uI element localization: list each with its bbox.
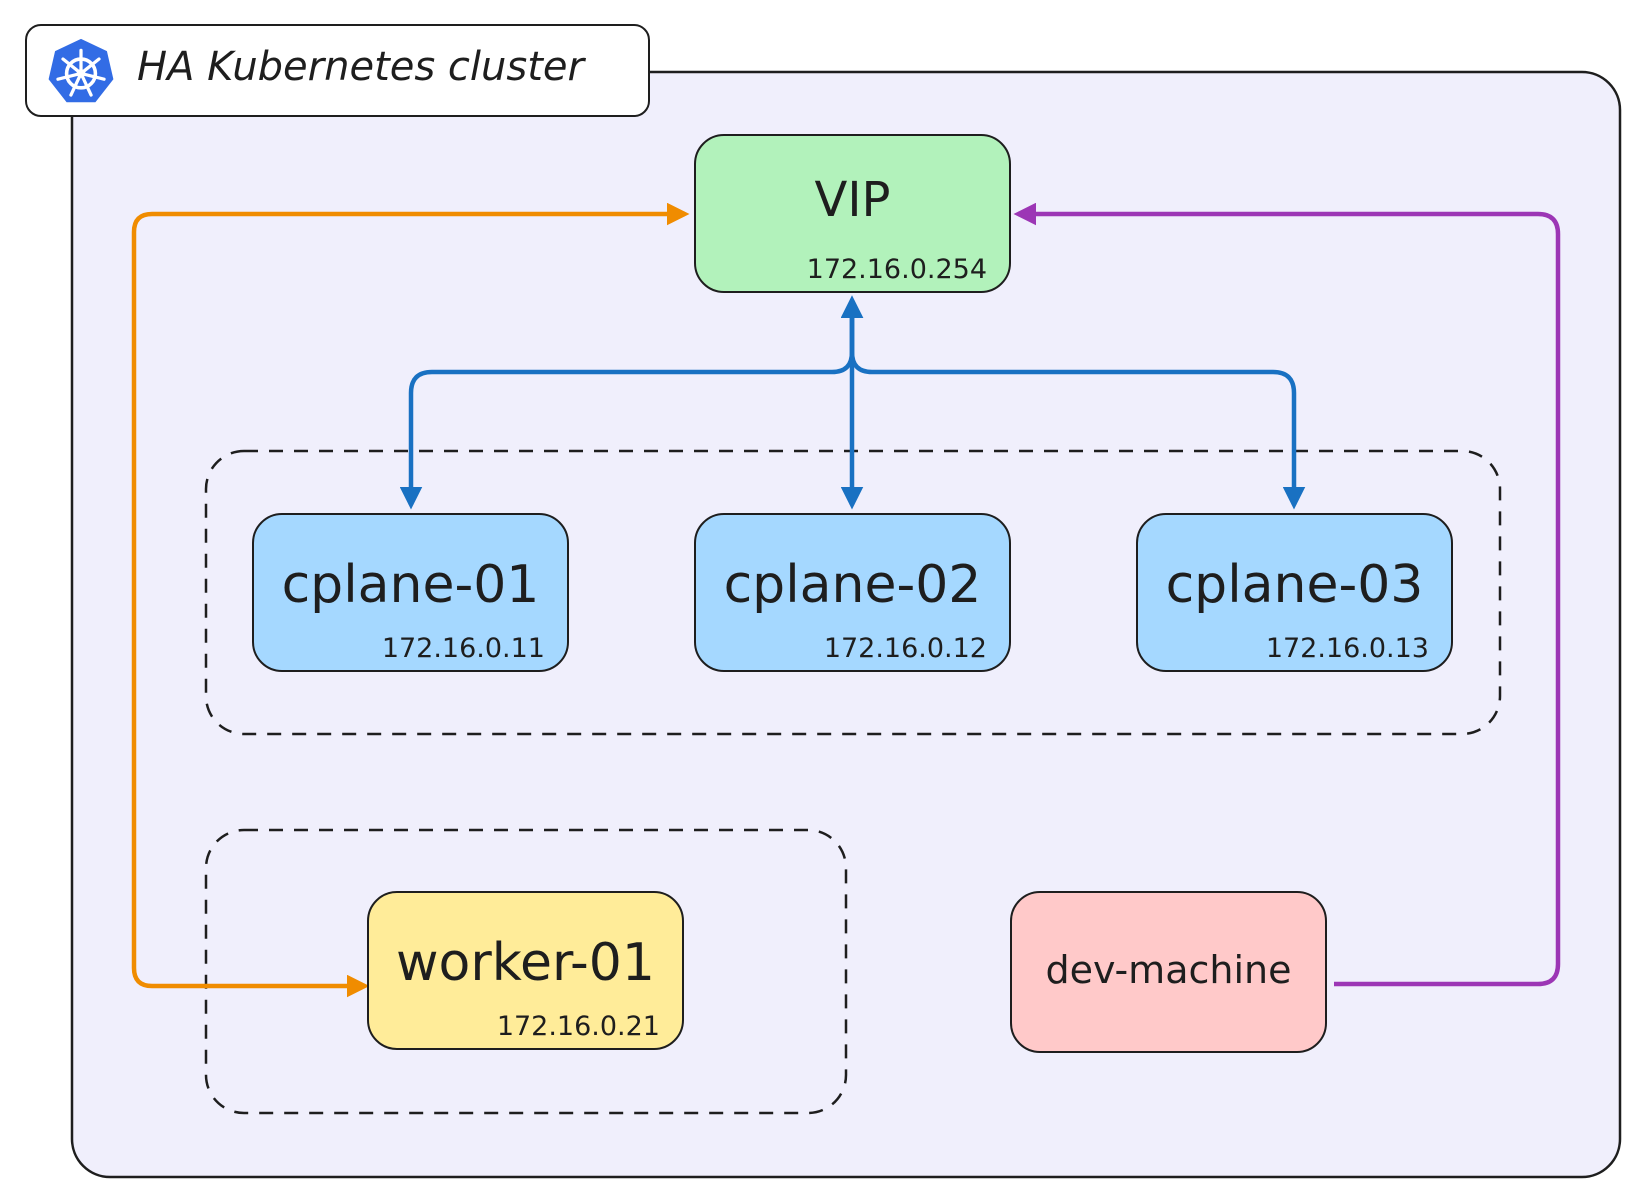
cluster-title-box: HA Kubernetes cluster: [25, 24, 650, 117]
vip-label: VIP: [814, 172, 891, 228]
cplane-01-label: cplane-01: [281, 555, 540, 615]
vip-worker-connector: [131, 202, 690, 998]
vip-node[interactable]: VIP 172.16.0.254: [694, 134, 1011, 293]
vip-cplane-03-connector: [840, 295, 1306, 510]
worker-01-node[interactable]: worker-01 172.16.0.21: [367, 891, 684, 1050]
dev-machine-node[interactable]: dev-machine: [1010, 891, 1327, 1053]
dev-machine-label: dev-machine: [1045, 948, 1292, 992]
cluster-title: HA Kubernetes cluster: [137, 44, 584, 90]
cplane-01-node[interactable]: cplane-01 172.16.0.11: [252, 513, 569, 672]
cplane-02-node[interactable]: cplane-02 172.16.0.12: [694, 513, 1011, 672]
cplane-03-ip: 172.16.0.13: [1265, 633, 1429, 664]
kubernetes-icon: [48, 38, 114, 103]
cplane-02-label: cplane-02: [723, 555, 982, 615]
worker-01-label: worker-01: [396, 933, 655, 993]
dev-vip-connector: [1013, 202, 1561, 987]
cplane-03-label: cplane-03: [1165, 555, 1424, 615]
cplane-02-ip: 172.16.0.12: [823, 633, 987, 664]
cplane-03-node[interactable]: cplane-03 172.16.0.13: [1136, 513, 1453, 672]
worker-01-ip: 172.16.0.21: [496, 1011, 660, 1042]
cplane-01-ip: 172.16.0.11: [381, 633, 545, 664]
vip-ip: 172.16.0.254: [806, 254, 987, 285]
